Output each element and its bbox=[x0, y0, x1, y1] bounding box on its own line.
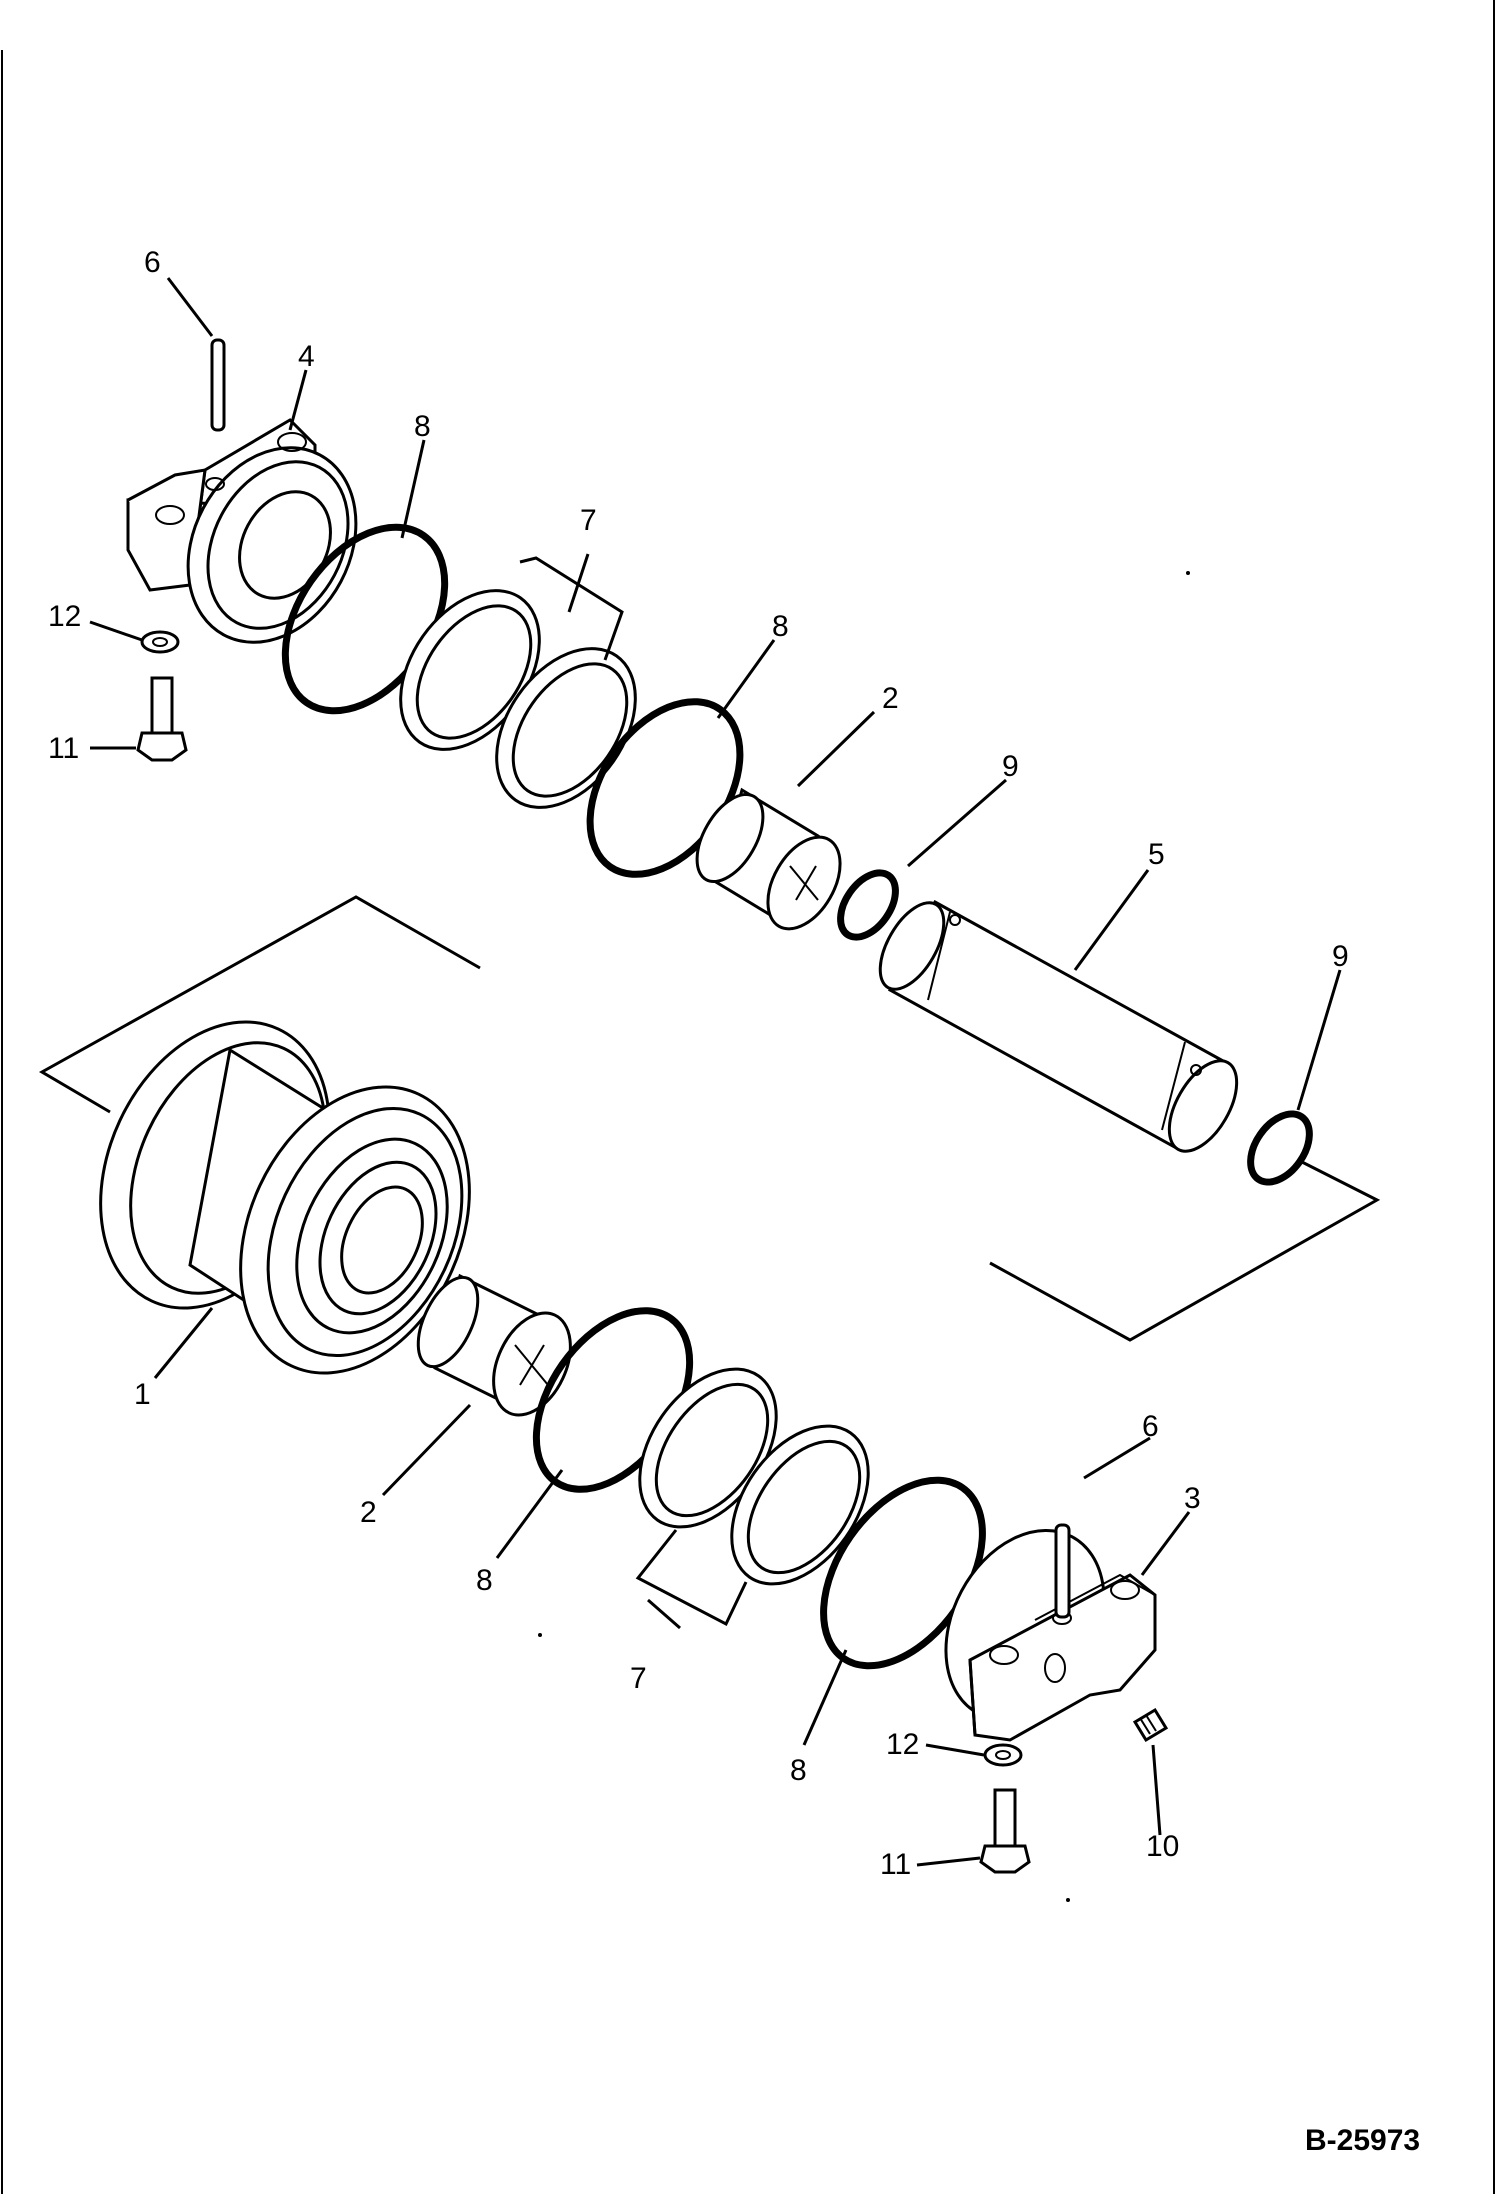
part-10-plug bbox=[1132, 1707, 1169, 1743]
assembly-bracket-upper bbox=[38, 895, 481, 1114]
part-5-shaft bbox=[878, 899, 1239, 1153]
callout-8-upper-b: 8 bbox=[772, 610, 789, 643]
drawing-code: B-25973 bbox=[1305, 2124, 1420, 2157]
part-9-oring-small-2 bbox=[1247, 1110, 1313, 1186]
callout-11-lower: 11 bbox=[880, 1848, 911, 1881]
callout-6-upper: 6 bbox=[144, 246, 161, 279]
speck bbox=[1066, 1898, 1070, 1902]
callout-3: 3 bbox=[1184, 1482, 1201, 1515]
part-9-oring-small-1 bbox=[837, 869, 899, 941]
part-2-bushing-upper bbox=[695, 787, 842, 931]
callout-8-lower-b: 8 bbox=[790, 1754, 807, 1787]
assembly-bracket-lower bbox=[989, 1160, 1381, 1342]
part-2-bushing-lower bbox=[416, 1273, 572, 1417]
part-12-washer-lower bbox=[983, 1743, 1023, 1767]
callout-4: 4 bbox=[298, 340, 315, 373]
part-11-bolt-lower bbox=[979, 1788, 1031, 1874]
callout-11-upper: 11 bbox=[48, 732, 79, 765]
callout-8-upper-a: 8 bbox=[414, 410, 431, 443]
part-7-seal-upper bbox=[399, 589, 637, 809]
callout-7-upper: 7 bbox=[580, 504, 597, 537]
callout-9-lower: 9 bbox=[1332, 940, 1349, 973]
part-4-bracket-upper bbox=[126, 418, 358, 644]
part-12-washer-upper bbox=[140, 630, 180, 654]
speck bbox=[1186, 571, 1190, 575]
callout-5: 5 bbox=[1148, 838, 1165, 871]
part-7-seal-lower bbox=[638, 1367, 870, 1586]
part-11-bolt-upper bbox=[136, 676, 188, 762]
callout-1: 1 bbox=[134, 1378, 151, 1411]
callout-2-lower: 2 bbox=[360, 1496, 377, 1529]
speck bbox=[538, 1633, 542, 1637]
part-3-bracket-lower bbox=[944, 1528, 1157, 1742]
leader-lines bbox=[89, 277, 1342, 1867]
callout-8-lower-a: 8 bbox=[476, 1564, 493, 1597]
callout-labels: 6 4 8 7 12 11 8 2 9 5 9 1 2 8 7 8 6 3 12… bbox=[48, 246, 1349, 1881]
callout-9-upper: 9 bbox=[1002, 750, 1019, 783]
part-6-pin-lower bbox=[1054, 1523, 1071, 1619]
part-1-roller bbox=[99, 1020, 471, 1375]
callout-2-upper: 2 bbox=[882, 682, 899, 715]
callout-6-lower: 6 bbox=[1142, 1410, 1159, 1443]
callout-10: 10 bbox=[1146, 1830, 1179, 1863]
callout-7-lower: 7 bbox=[630, 1662, 647, 1695]
part-6-pin-upper bbox=[210, 338, 226, 432]
callout-12-lower: 12 bbox=[886, 1728, 919, 1761]
callout-12-upper: 12 bbox=[48, 600, 81, 633]
